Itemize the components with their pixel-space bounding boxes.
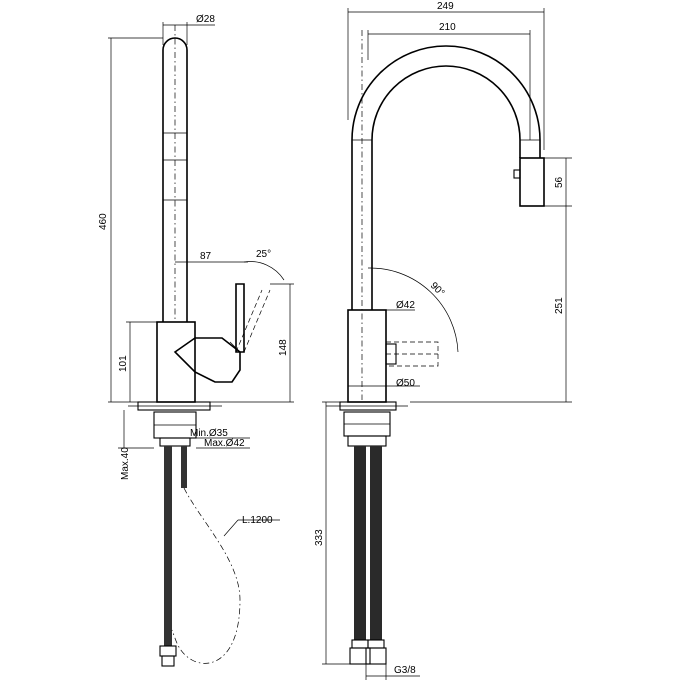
side-hose	[164, 446, 172, 646]
body-diameter-label: Ø42	[396, 300, 415, 311]
front-spray-head	[519, 157, 545, 207]
rotation-label: 90°	[428, 280, 446, 298]
overall-width-label: 249	[437, 1, 454, 12]
front-view: 90° 249 210 56 251	[314, 1, 572, 680]
total-height-label: 460	[98, 213, 109, 230]
side-body	[156, 321, 196, 403]
hole-max-label: Max.Ø42	[204, 438, 245, 449]
front-spout	[351, 45, 541, 310]
lever-height-label: 148	[278, 339, 289, 356]
side-spout	[162, 37, 188, 322]
outlet-height-label: 56	[554, 176, 565, 188]
base-diameter-label: Ø50	[396, 378, 415, 389]
thread-label: G3/8	[394, 665, 416, 676]
hose-length-label-front: 333	[314, 529, 325, 546]
hose-length-label: L.1200	[242, 515, 273, 526]
deck-max-label: Max.40	[120, 447, 131, 480]
hole-min-label: Min.Ø35	[190, 428, 228, 439]
outlet-clearance-label: 251	[554, 297, 565, 314]
side-lever	[173, 337, 241, 383]
lever-reach-label: 87	[200, 251, 212, 262]
body-height-label: 101	[118, 355, 129, 372]
spout-diameter-label: Ø28	[196, 14, 215, 25]
lever-angle-label: 25°	[256, 249, 271, 260]
front-body	[347, 309, 387, 403]
front-hose-left	[354, 446, 366, 640]
side-view: Ø28 460 87 25° 101 148 Min.Ø35 Max.Ø42 M…	[98, 14, 294, 667]
side-hose-loop	[171, 487, 241, 664]
front-hose-right	[370, 446, 382, 640]
spout-reach-label: 210	[439, 22, 456, 33]
